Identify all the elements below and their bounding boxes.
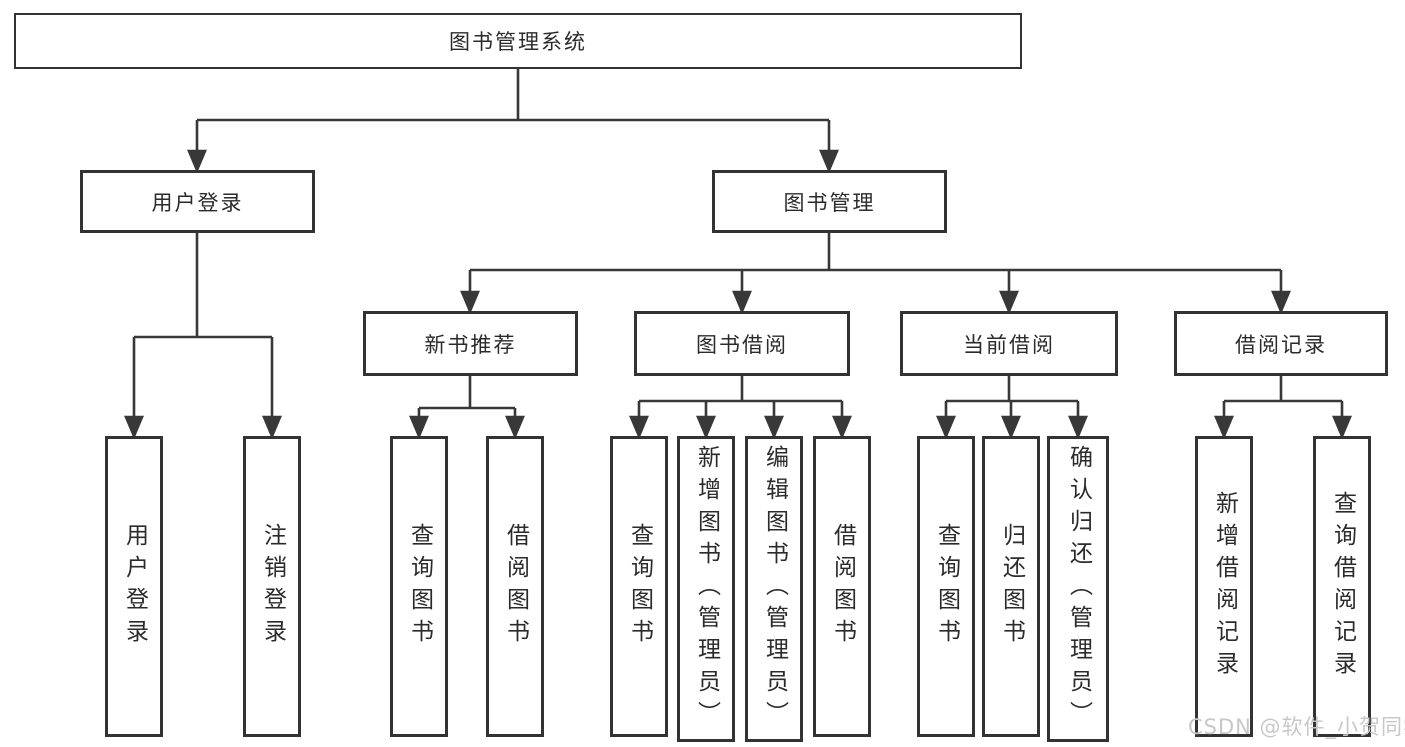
- node-label: 确认归还（管理员）: [1065, 445, 1092, 733]
- node-borrow-records: 借阅记录: [1174, 311, 1388, 376]
- node-label: 编辑图书（管理员）: [761, 445, 788, 733]
- leaf-edit-books-admin: 编辑图书（管理员）: [745, 436, 803, 742]
- leaf-query-books-borrowing: 查询图书: [610, 436, 668, 737]
- node-label: 归还图书: [998, 522, 1025, 651]
- node-label: 图书借阅: [696, 332, 788, 357]
- leaf-user-login: 用户登录: [105, 436, 163, 737]
- edge-root-to-level2: [187, 68, 839, 174]
- edge-book-borrowing-to-leaves: [629, 376, 852, 440]
- node-label: 查询借阅记录: [1329, 490, 1356, 683]
- node-label: 注销登录: [259, 522, 286, 651]
- node-user-login: 用户登录: [80, 170, 315, 233]
- node-book-borrowing: 图书借阅: [634, 311, 850, 376]
- node-label: 图书管理: [783, 190, 876, 215]
- edge-user-login-to-leaves: [124, 233, 282, 440]
- node-book-management: 图书管理: [712, 170, 947, 233]
- node-label: 当前借阅: [963, 332, 1055, 357]
- node-library-management-system: 图书管理系统: [14, 13, 1022, 69]
- leaf-logout-login: 注销登录: [243, 436, 301, 737]
- leaf-query-borrow-record: 查询借阅记录: [1313, 436, 1371, 737]
- edge-book-management-to-level3: [460, 233, 1291, 315]
- node-label: 图书管理系统: [449, 30, 587, 54]
- node-label: 查询图书: [626, 522, 653, 651]
- node-label: 新增借阅记录: [1211, 490, 1238, 683]
- leaf-borrow-books-recommend: 借阅图书: [486, 436, 544, 737]
- edge-new-book-recommend-to-leaves: [409, 376, 525, 440]
- node-label: 借阅图书: [502, 522, 529, 651]
- watermark: CSDN @软件_小贺同学: [1188, 715, 1405, 739]
- leaf-add-borrow-record: 新增借阅记录: [1195, 436, 1253, 737]
- leaf-borrow-books-borrowing: 借阅图书: [813, 436, 871, 737]
- leaf-query-books-recommend: 查询图书: [390, 436, 448, 737]
- leaf-add-books-admin: 新增图书（管理员）: [677, 436, 735, 742]
- node-label: 用户登录: [121, 522, 148, 651]
- node-current-borrowing: 当前借阅: [900, 311, 1118, 376]
- edge-borrow-records-to-leaves: [1214, 376, 1352, 440]
- node-label: 新增图书（管理员）: [693, 445, 720, 733]
- leaf-query-books-current: 查询图书: [917, 436, 975, 737]
- edge-current-borrowing-to-leaves: [936, 376, 1088, 440]
- node-new-book-recommend: 新书推荐: [363, 311, 578, 376]
- node-label: 查询图书: [406, 522, 433, 651]
- node-label: 查询图书: [933, 522, 960, 651]
- node-label: 借阅记录: [1235, 332, 1327, 357]
- node-label: 新书推荐: [424, 332, 517, 357]
- node-label: 借阅图书: [829, 522, 856, 651]
- leaf-confirm-return-admin: 确认归还（管理员）: [1047, 436, 1109, 742]
- node-label: 用户登录: [151, 190, 244, 215]
- leaf-return-books: 归还图书: [982, 436, 1040, 737]
